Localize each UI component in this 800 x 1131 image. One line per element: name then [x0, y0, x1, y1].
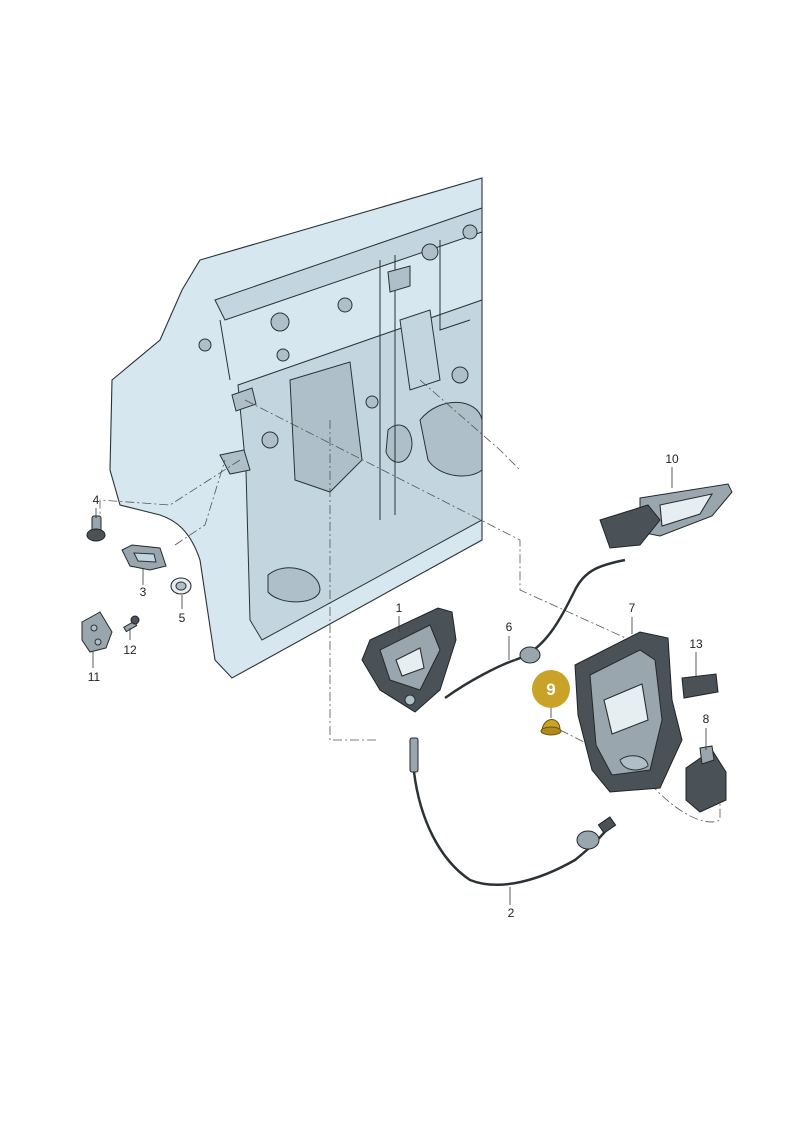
highlight-badge [532, 670, 570, 708]
callout-13: 13 [689, 637, 703, 651]
part-7-cover [574, 631, 683, 793]
part-1-lock-unit [361, 607, 457, 713]
callout-10: 10 [665, 452, 679, 466]
door-shell [109, 177, 483, 679]
callout-3: 3 [140, 585, 147, 599]
callout-9: 9 [546, 680, 555, 699]
part-10-handle [599, 483, 733, 549]
part-9-clip [540, 719, 562, 736]
callout-11: 11 [88, 670, 101, 684]
part-13-clip [681, 673, 719, 699]
part-3-striker [121, 544, 167, 571]
callout-12: 12 [123, 643, 137, 657]
leader-lines [92, 467, 707, 905]
part-6-cable [444, 558, 626, 700]
callout-2: 2 [508, 906, 515, 920]
callout-6: 6 [506, 620, 513, 634]
callout-9-highlight[interactable]: 9 [532, 670, 570, 708]
part-11-plate [81, 611, 113, 653]
part-12-bolt [123, 615, 140, 633]
callout-7: 7 [629, 601, 636, 615]
part-2-cable [409, 737, 617, 887]
callout-4: 4 [93, 493, 100, 507]
part-8-switch [685, 745, 727, 813]
callout-8: 8 [703, 712, 710, 726]
part-4-screw [86, 515, 106, 542]
part-5-grommet [170, 577, 192, 595]
callout-1: 1 [396, 601, 403, 615]
callout-5: 5 [179, 611, 186, 625]
callout-labels: 4 3 5 11 12 1 2 6 7 8 10 13 [88, 452, 710, 920]
